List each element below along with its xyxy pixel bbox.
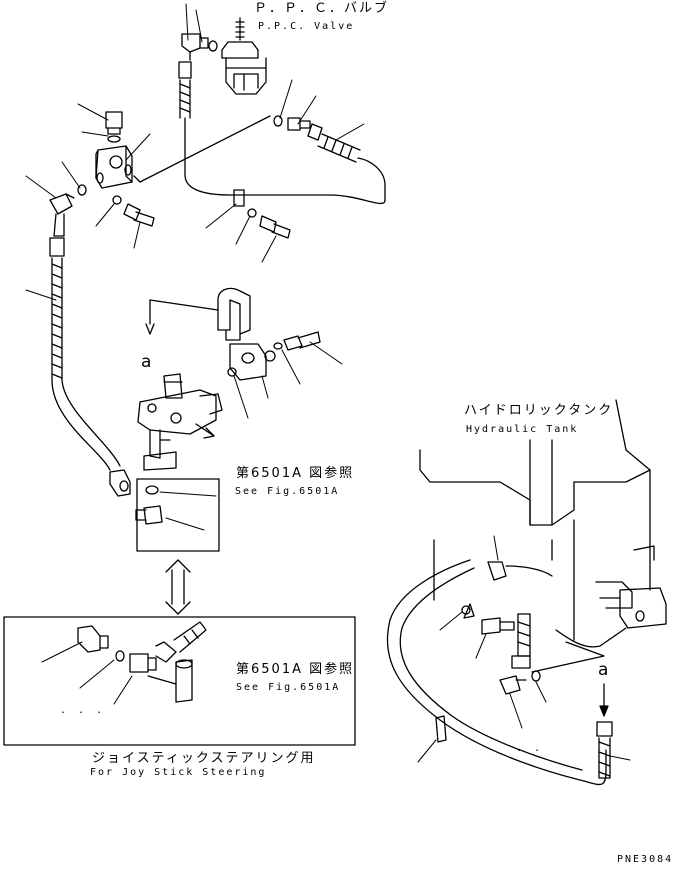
- top-vertical-hose: [178, 61, 386, 205]
- ppc-valve-label-jp: Ｐ．Ｐ．Ｃ．バルブ: [254, 1, 390, 16]
- swap-arrow-icon: [165, 559, 191, 615]
- block-valve: [77, 111, 141, 196]
- left-elbow: [49, 193, 75, 237]
- tank-hose: [386, 559, 607, 786]
- see-fig-label-en-lower: See Fig.6501A: [236, 682, 341, 693]
- hydraulic-tank: [419, 399, 667, 673]
- leader-lines: [25, 3, 631, 763]
- dots-left: . . .: [60, 705, 106, 716]
- drawing-number: PNE3084: [617, 854, 674, 865]
- left-long-hose: [49, 237, 131, 497]
- see-fig-label-jp-upper: 第6501A 図参照: [236, 466, 355, 481]
- dots-right: . .: [516, 743, 544, 754]
- joystick-label-en: For Joy Stick Steering: [90, 767, 267, 778]
- ppc-side-hose: [139, 115, 361, 183]
- see-fig-label-en-upper: See Fig.6501A: [235, 486, 340, 497]
- inset-box-lower: [3, 616, 356, 746]
- hose-clamp-mid: [233, 189, 291, 239]
- callout-a-left: a: [141, 352, 152, 372]
- inset-box-upper: [135, 478, 220, 552]
- ppc-valve-label-en: P.P.C. Valve: [258, 21, 355, 32]
- elbow-fitting-top: [181, 33, 218, 61]
- see-fig-label-jp-lower: 第6501A 図参照: [236, 662, 355, 677]
- ppc-valve: [221, 17, 267, 95]
- callout-a-right: a: [598, 660, 609, 680]
- main-valve-assembly: [137, 287, 321, 471]
- callout-arrow-icon: [596, 683, 613, 779]
- joystick-label-jp: ジョイスティックステアリング用: [92, 751, 316, 766]
- hydraulic-tank-label-en: Hydraulic Tank: [466, 424, 579, 435]
- hydraulic-tank-label-jp: ハイドロリックタンク: [464, 403, 614, 418]
- block-bolt: [112, 195, 155, 227]
